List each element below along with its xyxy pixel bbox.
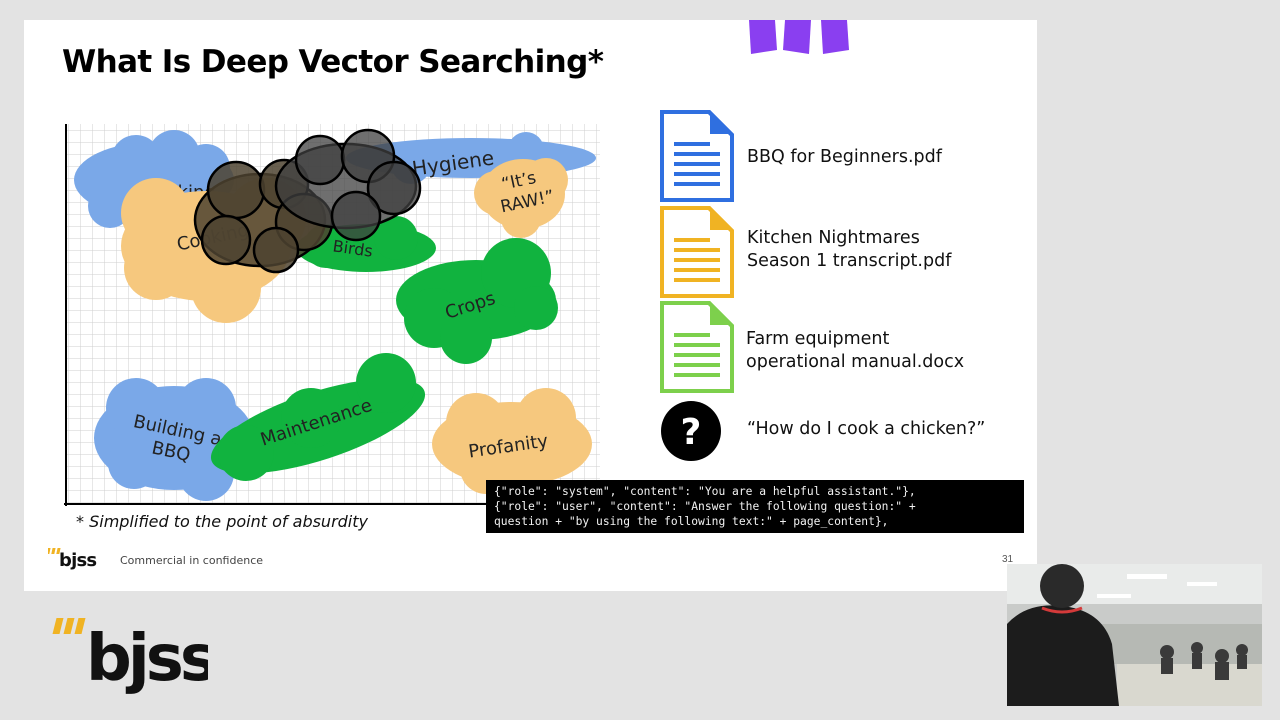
webcam-scene <box>1007 564 1262 706</box>
confidentiality-notice: Commercial in confidence <box>120 554 263 567</box>
svg-text:?: ? <box>681 412 702 453</box>
bjss-footer-logo: bjss <box>48 546 98 572</box>
blue-document-icon <box>660 110 734 202</box>
webcam-video-feed <box>1007 564 1262 706</box>
code-line-1: {"role": "system", "content": "You are a… <box>494 484 1016 499</box>
document-name-3: Farm equipment operational manual.docx <box>746 328 964 374</box>
question-mark-icon: ? <box>660 400 722 462</box>
query-text: “How do I cook a chicken?” <box>747 418 985 441</box>
yellow-document-icon <box>660 206 734 298</box>
code-line-3: question + "by using the following text:… <box>494 514 1016 529</box>
code-line-2: {"role": "user", "content": "Answer the … <box>494 499 1016 514</box>
slide-title: What Is Deep Vector Searching* <box>62 44 603 80</box>
bjss-large-logo: bjss <box>48 612 208 700</box>
svg-text:bjss: bjss <box>59 550 96 571</box>
document-name-1: BBQ for Beginners.pdf <box>747 146 942 169</box>
footnote: * Simplified to the point of absurdity <box>76 512 368 531</box>
prompt-code-block: {"role": "system", "content": "You are a… <box>486 480 1024 533</box>
vector-space-diagram: Cooking Hygiene Cooking “It’s RAW!” <box>56 118 604 512</box>
svg-text:bjss: bjss <box>86 622 208 696</box>
purple-stripes-decoration <box>745 20 855 58</box>
document-name-2: Kitchen Nightmares Season 1 transcript.p… <box>747 227 951 273</box>
green-document-icon <box>660 301 734 393</box>
